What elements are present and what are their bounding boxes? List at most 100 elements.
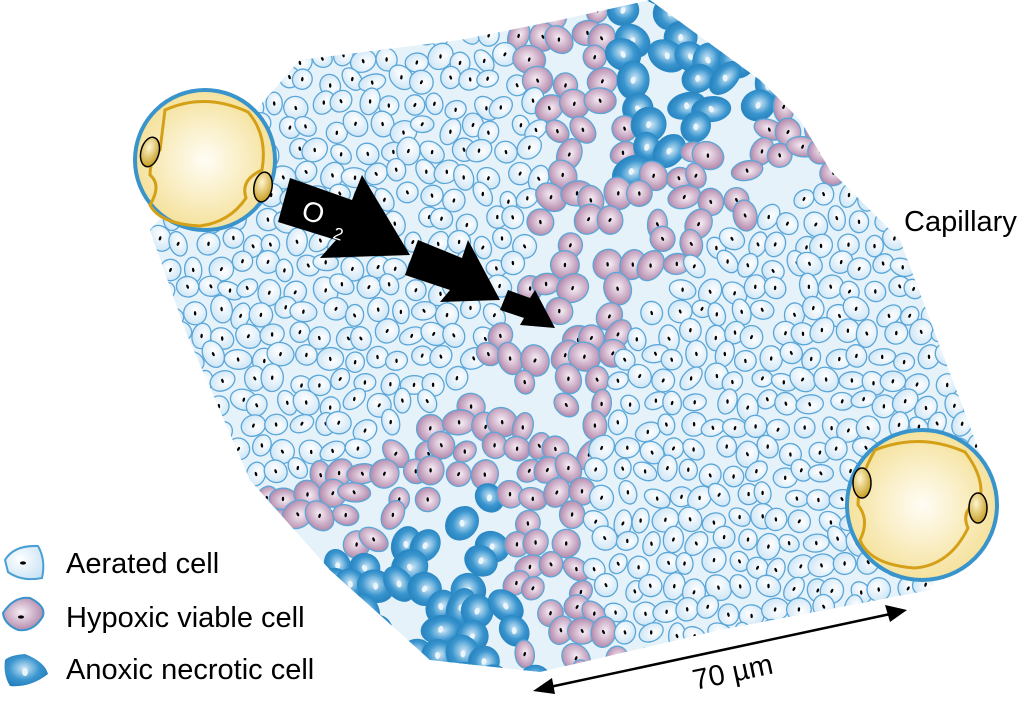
cell-nucleus <box>347 580 353 588</box>
cell-nucleus <box>972 35 979 43</box>
cell-nucleus <box>579 589 583 595</box>
aerated-cell <box>902 640 926 664</box>
aerated-cell <box>167 50 193 72</box>
cell-nucleus <box>400 75 403 80</box>
cell-nucleus <box>266 217 270 222</box>
cell-nucleus <box>385 57 388 62</box>
cell-nucleus <box>941 54 947 62</box>
cell-nucleus <box>672 446 675 451</box>
cell-nucleus <box>274 422 278 427</box>
hypoxic-cell <box>482 0 514 10</box>
cell-nucleus <box>708 289 712 294</box>
aerated-cell <box>967 669 988 672</box>
capillary-bottom-right <box>845 428 999 582</box>
aerated-cell <box>777 663 798 672</box>
necrotic-cell <box>774 17 806 54</box>
cell-nucleus <box>176 241 180 246</box>
cell-nucleus <box>803 425 806 430</box>
cell-nucleus <box>792 586 796 591</box>
aerated-cell <box>975 642 990 669</box>
cell-nucleus <box>353 396 356 402</box>
aerated-cell <box>192 465 215 485</box>
cell-nucleus <box>746 537 750 542</box>
cell-nucleus <box>799 564 803 569</box>
aerated-cell <box>845 671 873 697</box>
cell-nucleus <box>452 198 456 203</box>
cell-nucleus <box>412 382 416 388</box>
cell-nucleus <box>854 306 858 311</box>
cell-nucleus <box>328 405 332 410</box>
cell-nucleus <box>639 518 642 523</box>
cell-nucleus <box>838 313 841 319</box>
cell-nucleus <box>567 376 570 381</box>
cell-nucleus <box>922 683 925 688</box>
cell-nucleus <box>994 587 997 592</box>
cell-nucleus <box>221 378 224 384</box>
cell-nucleus <box>626 445 629 450</box>
cell-nucleus <box>698 495 701 501</box>
aerated-cell <box>943 299 970 327</box>
cell-nucleus <box>531 586 535 591</box>
aerated-cell <box>894 667 917 672</box>
cell-nucleus <box>147 267 150 272</box>
cell-nucleus <box>366 151 370 157</box>
cell-nucleus <box>756 565 759 570</box>
cell-nucleus <box>527 57 531 62</box>
cell-nucleus <box>881 168 884 174</box>
aerated-cell <box>168 3 189 25</box>
cell-nucleus <box>616 561 620 566</box>
aerated-cell <box>405 0 429 27</box>
cell-nucleus <box>395 358 398 363</box>
cell-nucleus <box>340 282 344 287</box>
cell-nucleus <box>782 104 786 109</box>
aerated-cell <box>175 371 200 393</box>
aerated-cell <box>181 480 211 505</box>
aerated-cell <box>301 20 323 46</box>
cell-nucleus <box>228 288 232 293</box>
necrotic-cell <box>816 0 849 5</box>
cell-nucleus <box>611 351 615 356</box>
cell-nucleus <box>410 333 414 339</box>
cell-nucleus <box>340 604 346 612</box>
cell-nucleus <box>816 37 822 44</box>
cell-nucleus <box>986 653 989 658</box>
cell-nucleus <box>730 236 734 241</box>
cell-nucleus <box>849 659 853 664</box>
cell-nucleus <box>935 421 939 426</box>
hypoxic-cell <box>526 0 555 2</box>
hypoxic-cell <box>960 116 985 143</box>
cell-nucleus <box>373 582 379 590</box>
cell-nucleus <box>154 383 158 388</box>
cell-nucleus <box>161 15 165 20</box>
cell-nucleus <box>438 625 444 633</box>
cell-nucleus <box>202 379 206 384</box>
cell-nucleus <box>439 291 442 296</box>
cell-nucleus <box>621 521 625 526</box>
cell-nucleus <box>929 314 933 319</box>
cell-nucleus <box>766 444 769 449</box>
cell-nucleus <box>944 244 948 249</box>
cell-nucleus <box>188 403 192 408</box>
cell-nucleus <box>170 493 174 498</box>
aerated-cell <box>150 323 151 344</box>
cell-nucleus <box>481 245 485 250</box>
cell-nucleus <box>881 261 885 266</box>
cell-nucleus <box>654 351 657 356</box>
cell-nucleus <box>220 336 224 341</box>
cell-nucleus <box>558 308 561 314</box>
cell-nucleus <box>849 468 852 474</box>
cell-nucleus <box>376 354 379 360</box>
cell-nucleus <box>431 382 435 387</box>
cell-nucleus <box>499 333 502 339</box>
cell-nucleus <box>309 449 313 455</box>
cell-nucleus <box>498 283 501 289</box>
cell-nucleus <box>301 585 307 593</box>
necrotic-cell <box>929 42 960 74</box>
cell-nucleus <box>927 173 930 178</box>
cell-nucleus <box>242 397 246 402</box>
cell-nucleus <box>439 54 442 59</box>
cell-nucleus <box>968 356 972 361</box>
cell-nucleus <box>661 655 664 660</box>
cell-nucleus <box>436 241 440 247</box>
cell-nucleus <box>523 651 527 657</box>
